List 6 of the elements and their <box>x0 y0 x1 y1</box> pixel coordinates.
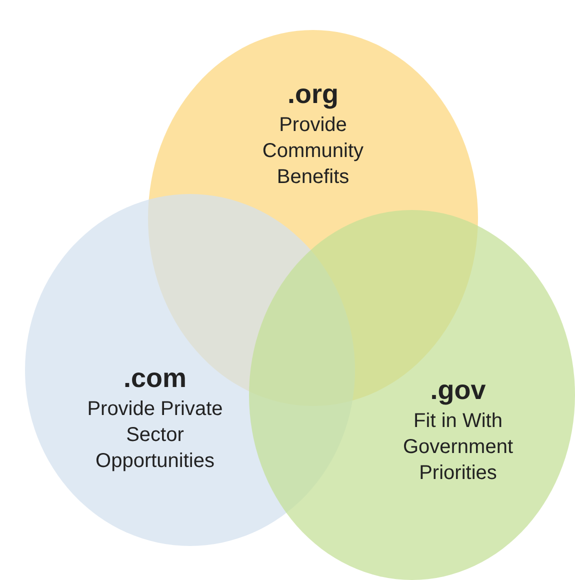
description-text: Provide Community Benefits <box>261 113 365 190</box>
domain-heading: .gov <box>429 374 487 406</box>
description-text: Provide Private Sector Opportunities <box>86 397 224 474</box>
domain-heading: .org <box>286 78 340 110</box>
description-text: Fit in With Government Priorities <box>402 409 514 486</box>
domain-heading: .com <box>122 362 188 394</box>
